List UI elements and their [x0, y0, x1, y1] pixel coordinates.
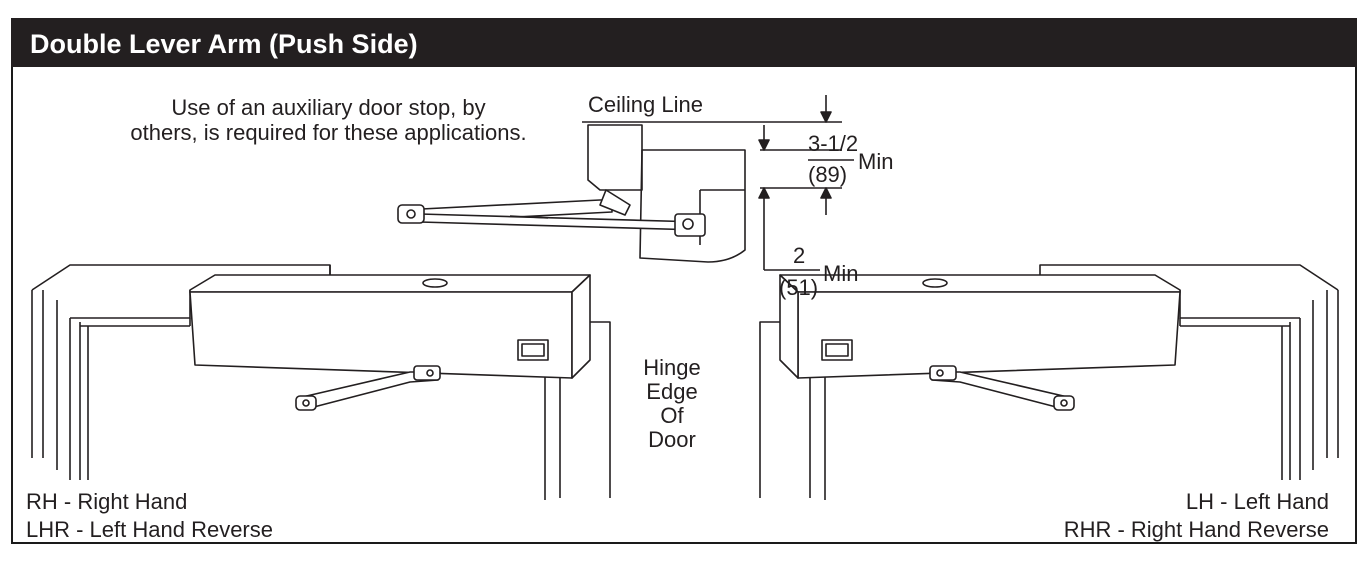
note-line-1: Use of an auxiliary door stop, by [171, 95, 486, 120]
right-closer-drawing [779, 274, 1181, 411]
dim-lower-value: 2 [793, 243, 806, 268]
detail-closer-drawing [397, 121, 842, 263]
hinge-line-3: Of [660, 403, 684, 428]
ceiling-line-label: Ceiling Line [588, 92, 703, 117]
left-caption-line-1: RH - Right Hand [26, 489, 188, 514]
left-closer-drawing [189, 274, 591, 411]
dim-upper-value: 3-1/2 [808, 131, 859, 156]
right-caption-line-2: RHR - Right Hand Reverse [1063, 517, 1329, 542]
dim-upper-min: Min [858, 149, 894, 174]
diagram-title: Double Lever Arm (Push Side) [30, 29, 418, 59]
hinge-line-2: Edge [646, 379, 698, 404]
dimension-arrows [758, 95, 854, 271]
hinge-line-1: Hinge [643, 355, 701, 380]
title-bar [11, 18, 1357, 67]
hinge-edge-label: Hinge Edge Of Door [630, 356, 714, 452]
dim-lower-metric: (51) [779, 275, 819, 300]
note-line-2: others, is required for these applicatio… [130, 120, 527, 145]
dim-upper-metric: (89) [808, 162, 848, 187]
right-caption-line-1: LH - Left Hand [1185, 489, 1329, 514]
hinge-line-4: Door [648, 427, 696, 452]
note-text: Use of an auxiliary door stop, by others… [110, 95, 547, 145]
dim-lower-min: Min [823, 261, 859, 286]
left-caption-line-2: LHR - Left Hand Reverse [26, 517, 273, 542]
